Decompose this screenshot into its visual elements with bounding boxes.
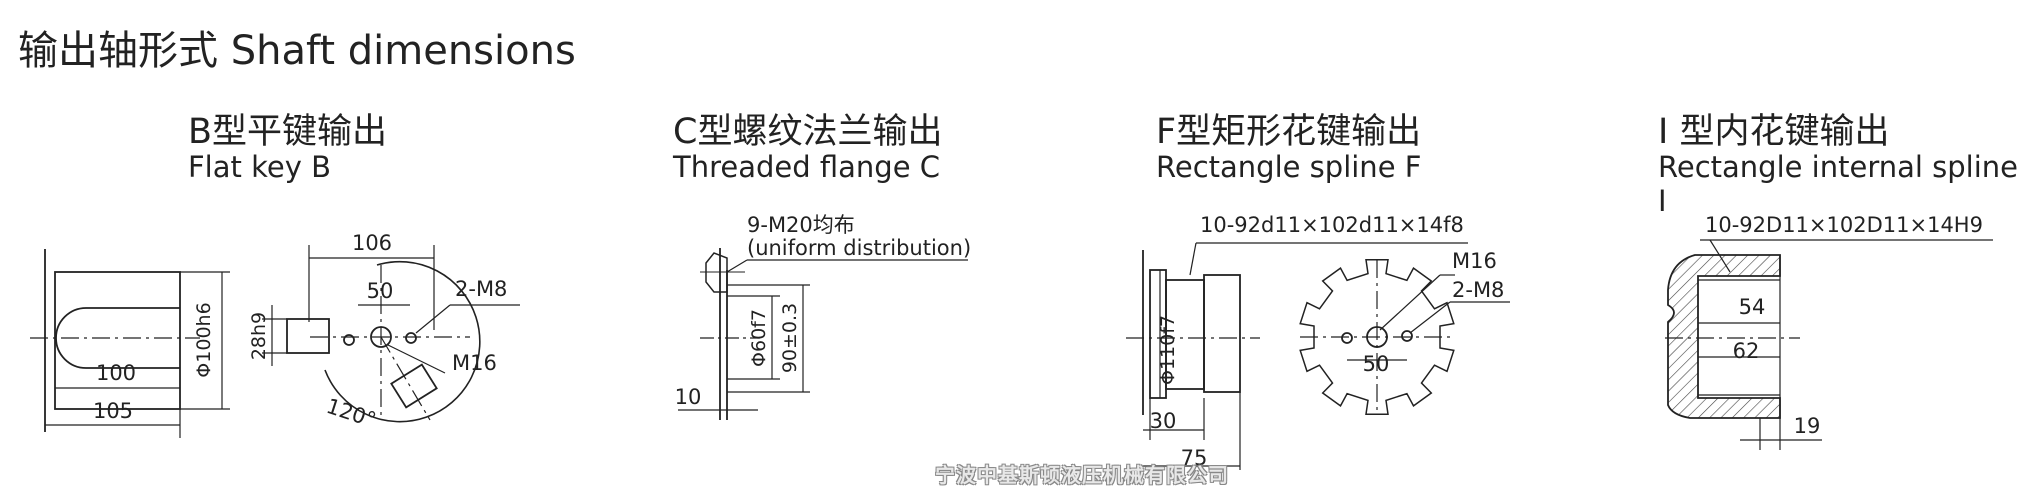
view-f-dim-5: M16 — [1452, 249, 1497, 273]
view-f-caption-cn: F型矩形花键输出 — [1156, 112, 1422, 152]
view-c-dim-3: Φ60f7 — [748, 309, 770, 367]
view-f-dim-4: 75 — [1181, 446, 1208, 470]
view-b-dim-5: 50 — [367, 279, 394, 303]
view-i-dim-1: 10-92D11×102D11×14H9 — [1705, 213, 1983, 237]
company-watermark: 宁波中基斯顿液压机械有限公司 — [935, 463, 1229, 487]
view-b-dim-8: M16 — [452, 351, 497, 375]
view-c-dim-1: 9-M20均布 — [747, 213, 855, 237]
view-f-dim-7: 50 — [1363, 352, 1390, 376]
view-c-dim-4: 90±0.3 — [779, 303, 801, 373]
view-b-caption-cn: B型平键输出 — [188, 112, 388, 152]
view-b-dim-1: 100 — [96, 361, 136, 385]
view-b-dim-4: 106 — [352, 231, 392, 255]
view-b-dim-2: 105 — [93, 399, 133, 423]
view-f-dim-1: 10-92d11×102d11×14f8 — [1200, 213, 1464, 237]
view-f-dim-3: 30 — [1150, 409, 1177, 433]
view-b-dim-9: 120° — [323, 394, 379, 432]
view-f-drawing — [1126, 242, 1510, 470]
view-c-caption-cn: C型螺纹法兰输出 — [673, 112, 943, 152]
view-i-caption-en: Rectangle internal spline I — [1658, 150, 2019, 218]
view-b-drawing — [30, 245, 520, 438]
view-i-dim-2: 54 — [1739, 295, 1766, 319]
view-b-dim-3: Φ100h6 — [193, 302, 215, 377]
view-i-drawing — [1665, 239, 1993, 450]
view-b-dim-6: 28h9 — [248, 312, 270, 360]
view-i-dim-3: 62 — [1733, 339, 1760, 363]
view-c-drawing — [678, 248, 968, 420]
view-f-caption-en: Rectangle spline F — [1156, 150, 1422, 184]
view-b-dim-7: 2-M8 — [455, 277, 507, 301]
view-i-caption-cn: I 型内花键输出 — [1658, 112, 1890, 152]
view-c-caption-en: Threaded flange C — [673, 150, 941, 184]
page-title: 输出轴形式 Shaft dimensions — [18, 28, 576, 74]
view-c-dim-5: 10 — [675, 385, 702, 409]
view-f-dim-6: 2-M8 — [1452, 278, 1504, 302]
view-c-dim-2: (uniform distribution) — [747, 236, 971, 260]
view-b-caption-en: Flat key B — [188, 150, 331, 184]
view-f-dim-2: Φ110f7 — [1157, 315, 1179, 385]
view-i-dim-4: 19 — [1794, 414, 1821, 438]
